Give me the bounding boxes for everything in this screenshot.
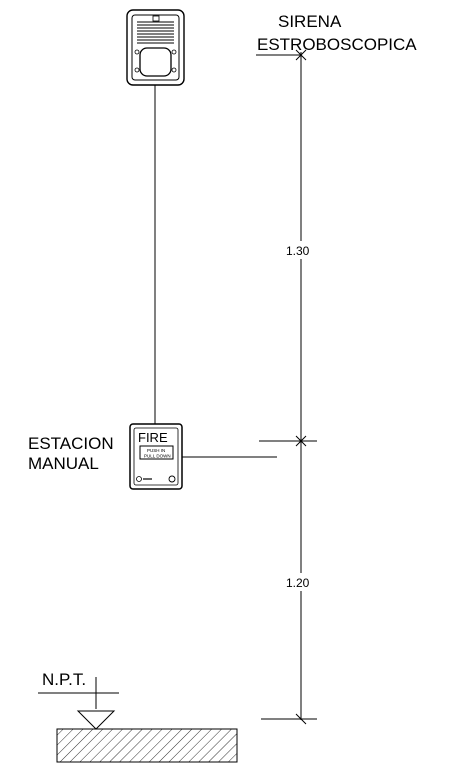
dimension-line xyxy=(256,49,317,725)
strobe-label-line1: SIRENA xyxy=(278,12,342,31)
strobe-label-line2: ESTROBOSCOPICA xyxy=(257,35,417,54)
floor-level-marker xyxy=(38,677,119,730)
floor-slab xyxy=(56,728,238,763)
dimension-lower: 1.20 xyxy=(286,576,310,590)
manual-pull-station-icon: FIRE PUSH IN PULL DOWN xyxy=(129,423,183,490)
pull-label: PULL DOWN xyxy=(144,454,171,459)
floor-level-label: N.P.T. xyxy=(42,670,86,689)
strobe-siren-icon xyxy=(126,9,185,86)
push-label: PUSH IN xyxy=(147,448,165,453)
station-label-line1: ESTACION xyxy=(28,434,114,453)
fire-label: FIRE xyxy=(138,430,168,445)
station-label-line2: MANUAL xyxy=(28,454,99,473)
dimension-upper: 1.30 xyxy=(286,244,310,258)
